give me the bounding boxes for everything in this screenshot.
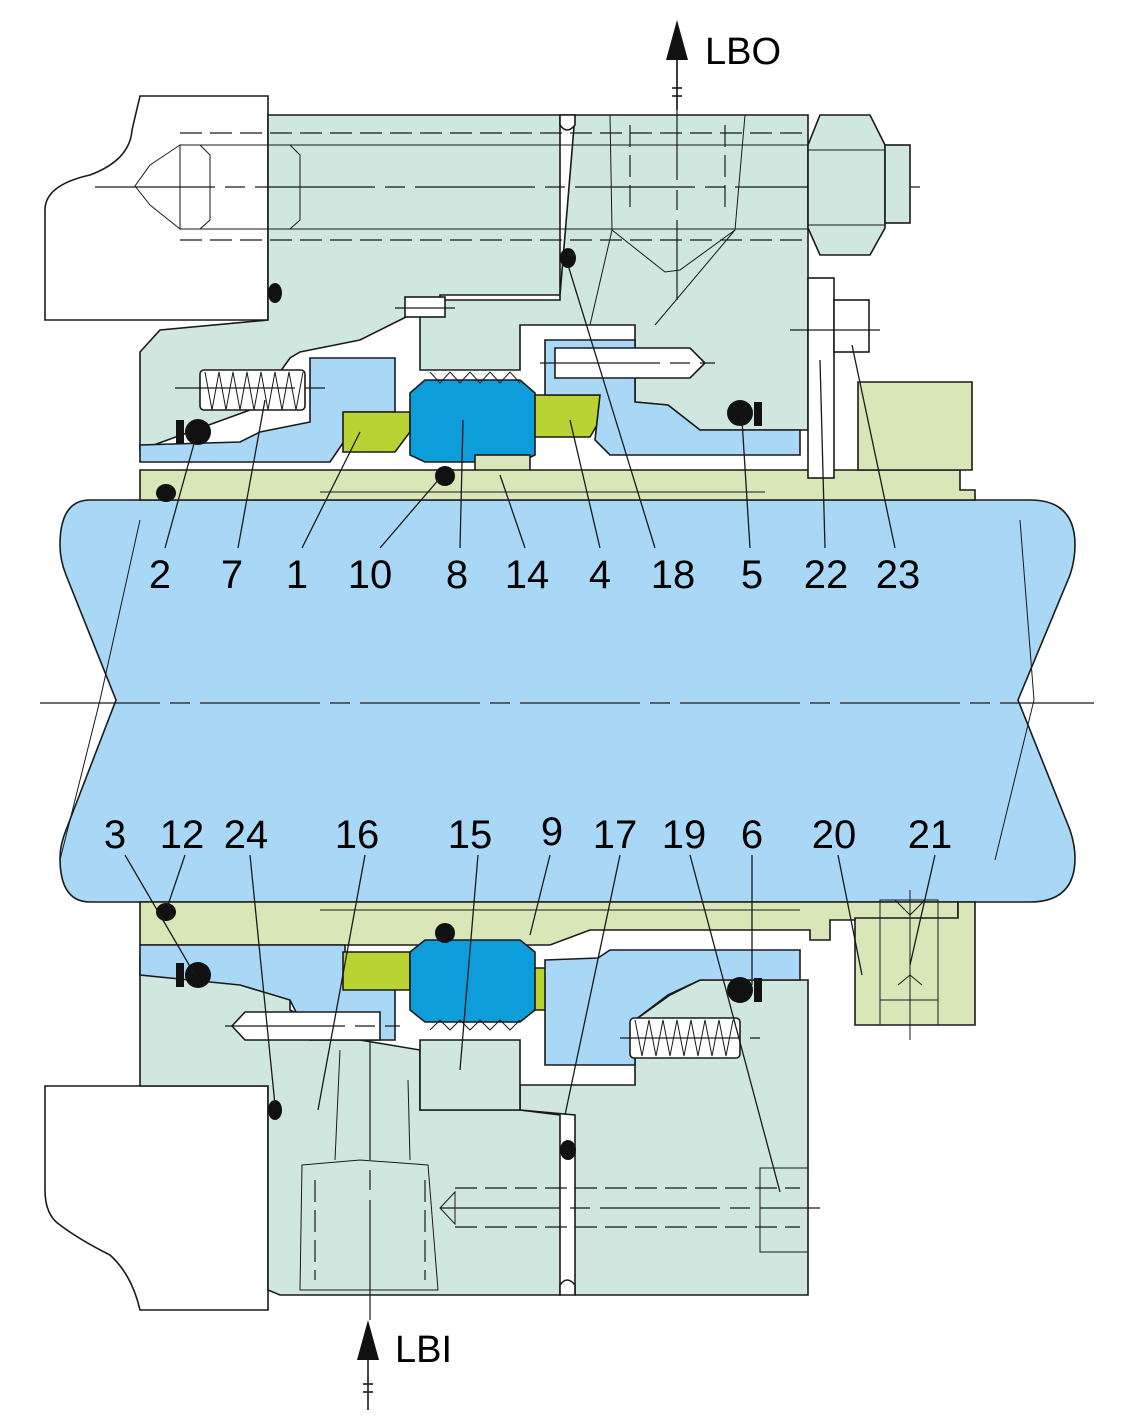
screw-23 xyxy=(833,299,870,353)
equipment-casing-top xyxy=(44,95,269,321)
callout-4: 4 xyxy=(589,553,611,597)
rotating-ring-9-bottom xyxy=(409,939,536,1023)
nut-top xyxy=(807,114,886,256)
o-ring-gland-top xyxy=(268,283,282,303)
callout-14: 14 xyxy=(505,553,550,597)
equipment-casing-bottom xyxy=(44,1085,269,1311)
callouts-bottom: 3 12 24 16 15 9 17 19 6 20 21 xyxy=(104,810,952,857)
lbo-label: LBO xyxy=(705,31,781,73)
o-ring-24 xyxy=(268,1100,282,1120)
sleeve-top xyxy=(139,469,976,501)
inlet-port xyxy=(299,1159,439,1291)
sleeve-bottom xyxy=(139,901,959,946)
seal-face-bottom-left xyxy=(342,951,411,991)
callout-22: 22 xyxy=(804,553,849,597)
o-ring-5 xyxy=(727,400,753,426)
callouts-top: 2 7 1 10 8 14 4 18 5 22 23 xyxy=(149,553,920,597)
callout-8: 8 xyxy=(446,553,468,597)
o-ring-2 xyxy=(185,419,211,445)
rotating-ring-8-top xyxy=(409,379,536,463)
clamp-15 xyxy=(419,1039,521,1111)
callout-19: 19 xyxy=(662,813,707,857)
spring-bottom xyxy=(620,1017,760,1059)
callout-15: 15 xyxy=(448,813,493,857)
leaders-top xyxy=(164,264,896,549)
callout-6: 6 xyxy=(741,813,763,857)
gland-housing-top xyxy=(139,114,561,452)
callout-10: 10 xyxy=(348,553,393,597)
o-ring-sleeve-bottom xyxy=(435,923,455,943)
callout-17: 17 xyxy=(593,813,638,857)
callout-1: 1 xyxy=(286,553,308,597)
o-ring-6 xyxy=(727,977,753,1003)
lbi-label: LBI xyxy=(395,1329,452,1371)
seal-face-4-top xyxy=(534,394,601,438)
callout-9: 9 xyxy=(541,810,563,854)
lbi-arrow xyxy=(357,1320,379,1360)
lbo-arrow xyxy=(666,20,688,60)
callout-2: 2 xyxy=(149,553,171,597)
callout-5: 5 xyxy=(741,553,763,597)
o-ring-sleeve-top xyxy=(156,484,176,502)
callout-3: 3 xyxy=(104,813,126,857)
o-ring-17 xyxy=(560,1140,576,1160)
o-ring-10 xyxy=(435,466,455,486)
o-ring-3 xyxy=(185,962,211,988)
seal-face-1-top xyxy=(342,411,411,453)
o-ring-18 xyxy=(560,248,576,268)
callout-18: 18 xyxy=(651,553,696,597)
callout-23: 23 xyxy=(876,553,921,597)
callout-16: 16 xyxy=(335,813,380,857)
collar-bottom xyxy=(854,901,976,1026)
callout-24: 24 xyxy=(224,813,269,857)
spring-top xyxy=(175,369,330,411)
seat-holder-top-left xyxy=(139,357,396,463)
callout-20: 20 xyxy=(812,813,857,857)
callout-7: 7 xyxy=(221,553,243,597)
callout-21: 21 xyxy=(908,813,953,857)
callout-12: 12 xyxy=(160,813,205,857)
collar-top xyxy=(857,381,973,471)
shaft-taper-line xyxy=(59,519,1035,861)
shaft xyxy=(59,499,1076,903)
leaders-bottom xyxy=(124,854,936,1193)
pin-top xyxy=(404,296,446,318)
